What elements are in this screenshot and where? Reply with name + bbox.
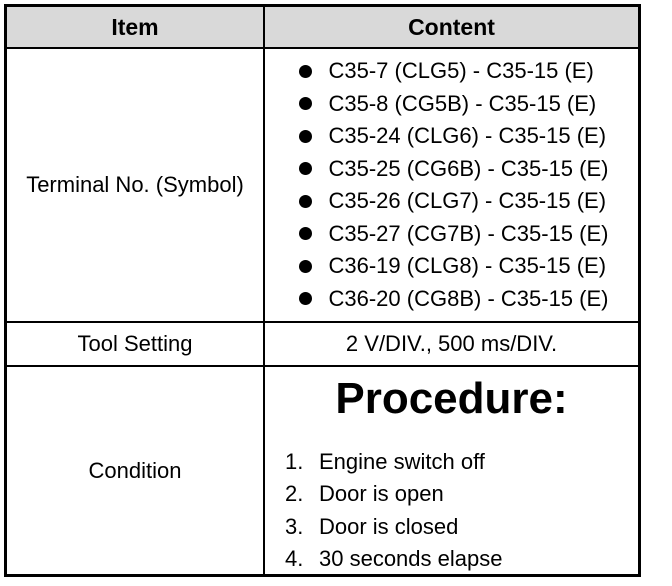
step-text: Door is open bbox=[319, 481, 444, 507]
bullet-icon bbox=[298, 129, 312, 143]
step-text: Door is closed bbox=[319, 513, 459, 539]
step-number: 2. bbox=[285, 481, 304, 507]
list-item: C36-20 (CG8B) - C35-15 (E) bbox=[295, 283, 609, 316]
terminal-item-text: C35-25 (CG6B) - C35-15 (E) bbox=[328, 155, 609, 181]
terminal-item-text: C36-20 (CG8B) - C35-15 (E) bbox=[328, 285, 609, 311]
terminal-list: C35-7 (CLG5) - C35-15 (E) C35-8 (CG5B) -… bbox=[295, 55, 609, 316]
bullet-icon bbox=[298, 97, 312, 111]
procedure-title: Procedure: bbox=[335, 373, 568, 423]
header-item: Item bbox=[7, 7, 265, 47]
terminal-item-text: C35-7 (CLG5) - C35-15 (E) bbox=[328, 58, 594, 84]
step-text: Engine switch off bbox=[319, 448, 485, 474]
bullet-icon bbox=[298, 227, 312, 241]
bullet-icon bbox=[298, 194, 312, 208]
tool-setting-value: 2 V/DIV., 500 ms/DIV. bbox=[345, 331, 558, 356]
procedure-block: Procedure: 1. Engine switch off 2. Door is… bbox=[265, 366, 638, 576]
list-item: 3. Door is closed bbox=[285, 511, 638, 544]
list-item: C35-25 (CG6B) - C35-15 (E) bbox=[295, 153, 609, 186]
step-text: 30 seconds elapse bbox=[319, 546, 503, 572]
bullet-icon bbox=[298, 162, 312, 176]
list-item: C35-7 (CLG5) - C35-15 (E) bbox=[295, 55, 609, 88]
terminal-content: C35-7 (CLG5) - C35-15 (E) C35-8 (CG5B) -… bbox=[265, 49, 638, 321]
list-item: C35-8 (CG5B) - C35-15 (E) bbox=[295, 88, 609, 121]
table-header-row: Item Content bbox=[7, 7, 638, 49]
step-number: 1. bbox=[285, 448, 304, 474]
terminal-item-text: C35-27 (CG7B) - C35-15 (E) bbox=[328, 220, 609, 246]
spec-table: Item Content Terminal No. (Symbol) C35-7… bbox=[4, 4, 641, 577]
step-number: 3. bbox=[285, 513, 304, 539]
terminal-item-text: C35-8 (CG5B) - C35-15 (E) bbox=[328, 90, 597, 116]
tool-setting-row: Tool Setting 2 V/DIV., 500 ms/DIV. bbox=[7, 323, 638, 367]
bullet-icon bbox=[298, 292, 312, 306]
header-content: Content bbox=[408, 13, 495, 40]
list-item: 2. Door is open bbox=[285, 478, 638, 511]
bullet-icon bbox=[298, 259, 312, 273]
list-item: C35-26 (CLG7) - C35-15 (E) bbox=[295, 185, 609, 218]
procedure-steps: 1. Engine switch off 2. Door is open 3. Doo… bbox=[285, 446, 638, 576]
tool-setting-label: Tool Setting bbox=[7, 323, 265, 365]
list-item: C35-24 (CLG6) - C35-15 (E) bbox=[295, 120, 609, 153]
bullet-icon bbox=[298, 64, 312, 78]
condition-content: Procedure: 1. Engine switch off 2. Door is… bbox=[265, 367, 638, 574]
list-item: C35-27 (CG7B) - C35-15 (E) bbox=[295, 218, 609, 251]
terminal-item-text: C36-19 (CLG8) - C35-15 (E) bbox=[328, 253, 607, 279]
terminal-item-text: C35-26 (CLG7) - C35-15 (E) bbox=[328, 188, 607, 214]
terminal-row: Terminal No. (Symbol) C35-7 (CLG5) - C35… bbox=[7, 49, 638, 323]
condition-label: Condition bbox=[7, 367, 265, 574]
list-item: C36-19 (CLG8) - C35-15 (E) bbox=[295, 250, 609, 283]
step-number: 4. bbox=[285, 546, 304, 572]
list-item: 1. Engine switch off bbox=[285, 446, 638, 479]
list-item: 4. 30 seconds elapse bbox=[285, 543, 638, 576]
terminal-label: Terminal No. (Symbol) bbox=[7, 49, 265, 321]
terminal-item-text: C35-24 (CLG6) - C35-15 (E) bbox=[328, 123, 607, 149]
condition-row: Condition Procedure: 1. Engine switch off… bbox=[7, 367, 638, 574]
